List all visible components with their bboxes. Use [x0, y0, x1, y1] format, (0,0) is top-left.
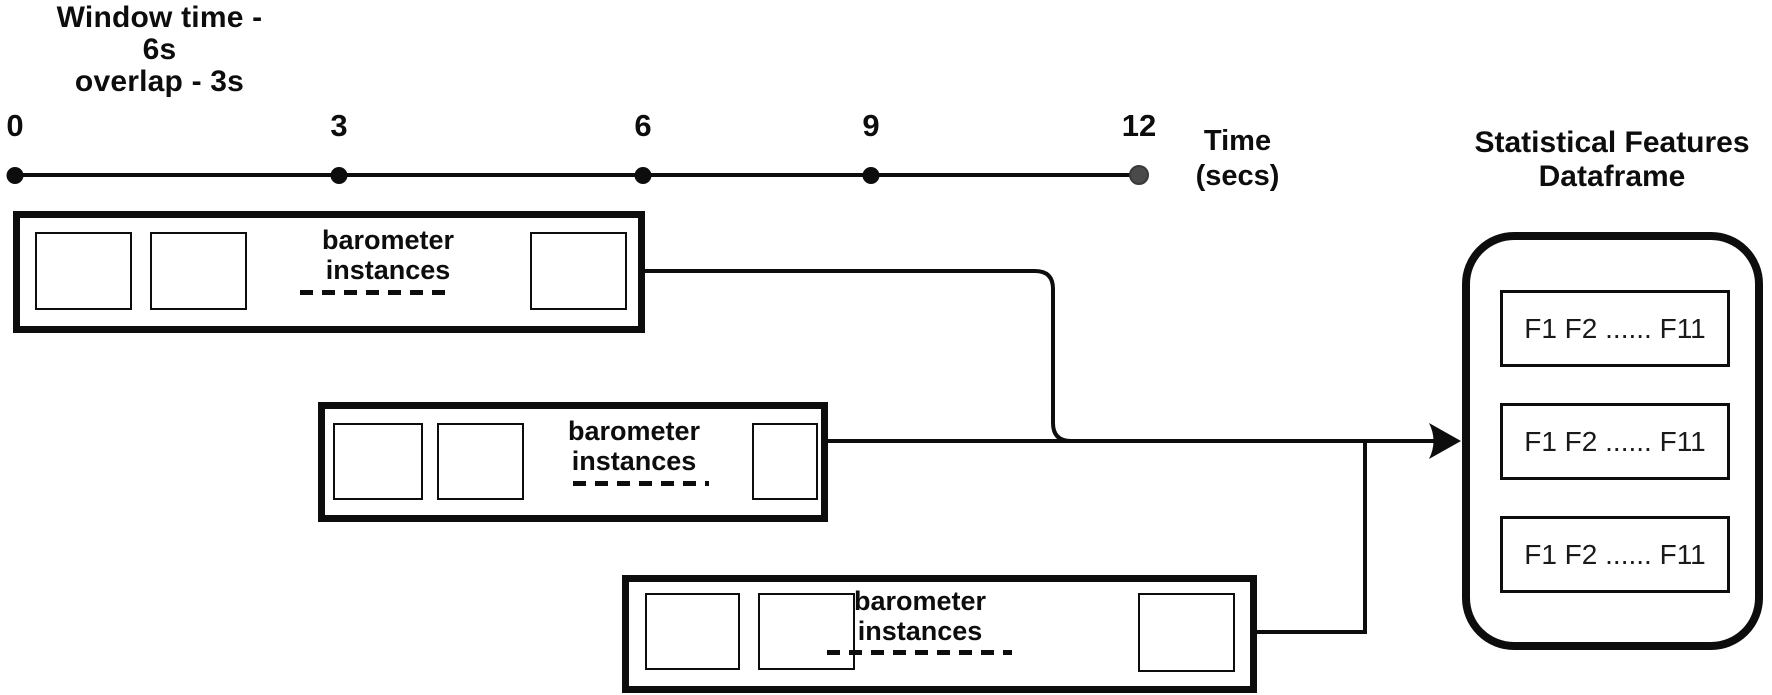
barometer-instance-box	[758, 593, 855, 670]
time-axis-label: Time (secs)	[1180, 124, 1295, 194]
tick-label: 12	[1121, 108, 1157, 143]
barometer-window-1: barometer instances	[13, 211, 645, 333]
window-label-line-1: barometer	[567, 416, 701, 446]
barometer-instance-box	[1138, 593, 1235, 672]
timeline-dot	[634, 167, 652, 184]
ellipsis-dashes	[827, 650, 1012, 655]
time-axis-label-line-1: Time	[1203, 125, 1272, 157]
dataframe-panel: F1 F2 ...... F11 F1 F2 ...... F11 F1 F2 …	[1462, 232, 1763, 650]
window-label-line-2: instances	[325, 255, 451, 285]
window-label-line-1: barometer	[321, 225, 455, 255]
barometer-instance-box	[645, 593, 740, 670]
tick-label: 9	[862, 108, 880, 143]
timeline-end-dot	[1129, 165, 1149, 185]
barometer-window-label: barometer instances	[780, 586, 1060, 646]
barometer-window-2: barometer instances	[318, 402, 828, 522]
window-overlap-annotation: Window time - 6s overlap - 3s	[37, 2, 282, 98]
tick-label: 6	[634, 108, 652, 143]
window-label-line-1: barometer	[853, 586, 987, 616]
timeline-dot	[330, 167, 348, 184]
tick-label: 0	[6, 108, 24, 143]
arrow-head-icon	[1429, 423, 1461, 459]
barometer-instance-box	[437, 423, 524, 500]
window-label-line-2: instances	[571, 446, 697, 476]
feature-row: F1 F2 ...... F11	[1500, 516, 1730, 593]
timeline-axis-line	[15, 173, 1139, 177]
time-axis-label-line-2: (secs)	[1195, 160, 1280, 192]
dataframe-title: Statistical Features Dataframe	[1452, 126, 1772, 194]
barometer-window-label: barometer instances	[248, 225, 528, 285]
timeline-dot	[6, 167, 24, 184]
connector-window3	[1255, 440, 1367, 634]
feature-row: F1 F2 ...... F11	[1500, 403, 1730, 480]
barometer-window-label: barometer instances	[494, 416, 774, 476]
ellipsis-dashes	[573, 481, 709, 486]
dataframe-title-line-2: Dataframe	[1538, 160, 1686, 193]
barometer-instance-box	[752, 423, 818, 500]
feature-row: F1 F2 ...... F11	[1500, 290, 1730, 367]
barometer-instance-box	[150, 232, 247, 310]
annotation-line-2: overlap - 3s	[74, 65, 245, 98]
barometer-instance-box	[35, 232, 132, 310]
barometer-instance-box	[333, 423, 423, 500]
barometer-window-3: barometer instances	[622, 575, 1257, 693]
annotation-line-1: Window time - 6s	[56, 1, 263, 66]
tick-label: 3	[330, 108, 348, 143]
window-label-line-2: instances	[857, 616, 983, 646]
barometer-instance-box	[530, 232, 627, 310]
ellipsis-dashes	[300, 290, 448, 295]
timeline-dot	[862, 167, 880, 184]
dataframe-title-line-1: Statistical Features	[1474, 126, 1750, 159]
